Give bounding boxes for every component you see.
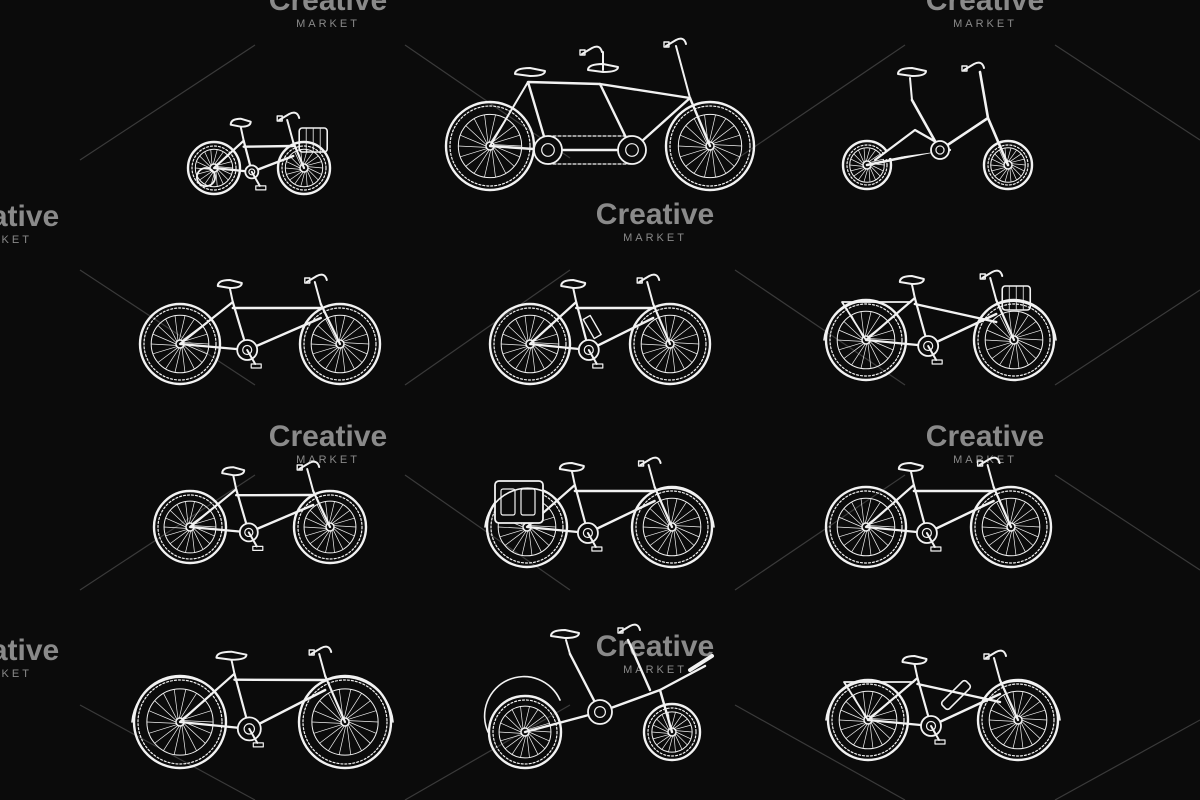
watermark-brand: Creative xyxy=(926,420,1044,453)
wheel xyxy=(186,140,242,196)
trailer-bike xyxy=(483,623,714,770)
watermark-sub: MARKET xyxy=(623,664,687,676)
wheel xyxy=(976,678,1060,762)
saddle xyxy=(898,275,925,285)
saddle xyxy=(550,629,580,639)
handlebar xyxy=(981,269,1004,279)
handlebar xyxy=(985,649,1007,659)
watermark: Creative MARKET xyxy=(269,0,387,30)
watermark-sub: MARKET xyxy=(0,668,32,680)
watermark-sub: MARKET xyxy=(296,18,360,30)
wheel xyxy=(292,489,368,565)
saddle xyxy=(216,279,243,289)
chainring xyxy=(617,135,647,165)
city-bike xyxy=(823,269,1057,382)
watermark-brand: Creative xyxy=(596,198,714,231)
bicycle-grid xyxy=(131,37,1061,770)
handlebar xyxy=(278,111,301,121)
rear-rack xyxy=(841,301,912,341)
handlebar xyxy=(305,273,328,283)
wheel xyxy=(841,139,893,191)
watermark-brand: Creative xyxy=(269,0,387,17)
tandem-bike xyxy=(444,37,756,192)
saddle xyxy=(221,466,246,477)
chainring xyxy=(533,135,563,165)
watermark: Creative MARKET xyxy=(596,630,714,676)
handlebar xyxy=(310,645,333,655)
handlebar xyxy=(963,61,985,71)
watermark: Creative MARKET xyxy=(926,0,1044,30)
handlebar xyxy=(581,45,603,55)
bmx-bike xyxy=(152,460,368,565)
handlebar xyxy=(639,456,662,466)
saddle xyxy=(897,462,924,472)
watermark: Creative MARKET xyxy=(0,200,59,246)
saddle xyxy=(901,655,928,665)
saddle xyxy=(897,67,927,77)
saddle xyxy=(215,650,248,661)
watermark-sub: MARKET xyxy=(0,234,32,246)
watermark-sub: MARKET xyxy=(623,232,687,244)
pannier-bag xyxy=(494,480,544,524)
wheel xyxy=(132,674,228,770)
road-bike xyxy=(824,456,1053,569)
handlebar xyxy=(665,37,687,47)
watermark-brand: Creative xyxy=(926,0,1044,17)
wheel xyxy=(630,485,714,569)
saddle xyxy=(558,462,585,472)
wheel xyxy=(972,298,1056,382)
rear-shock xyxy=(582,314,602,340)
battery xyxy=(940,679,972,711)
wheel xyxy=(488,302,572,386)
training-wheel xyxy=(195,167,216,188)
touring-bike xyxy=(484,456,715,569)
wheel xyxy=(487,694,563,770)
chainring xyxy=(587,699,613,725)
watermark-brand: Creative xyxy=(0,200,59,233)
handlebar xyxy=(638,273,661,283)
watermark-sub: MARKET xyxy=(953,18,1017,30)
watermark-brand: Creative xyxy=(269,420,387,453)
handlebar xyxy=(978,456,1001,466)
cruiser-bike xyxy=(131,645,394,770)
watermark-sub: MARKET xyxy=(953,454,1017,466)
full-suspension-bike xyxy=(488,273,712,386)
handlebar xyxy=(619,623,641,633)
wheel xyxy=(664,100,756,192)
watermark-brand: Creative xyxy=(0,634,59,667)
chainring xyxy=(930,140,950,160)
folding-bike xyxy=(841,61,1034,191)
mountain-bike xyxy=(138,273,382,386)
rear-rack xyxy=(843,681,915,721)
saddle xyxy=(229,117,252,128)
watermark: Creative MARKET xyxy=(596,198,714,244)
saddle xyxy=(560,279,587,289)
electric-bike xyxy=(825,649,1061,762)
watermark: Creative MARKET xyxy=(926,420,1044,466)
handlebar xyxy=(298,460,321,470)
saddle xyxy=(514,67,546,77)
watermark-brand: Creative xyxy=(596,630,714,663)
kids-bike xyxy=(186,111,332,196)
watermark: Creative MARKET xyxy=(0,634,59,680)
